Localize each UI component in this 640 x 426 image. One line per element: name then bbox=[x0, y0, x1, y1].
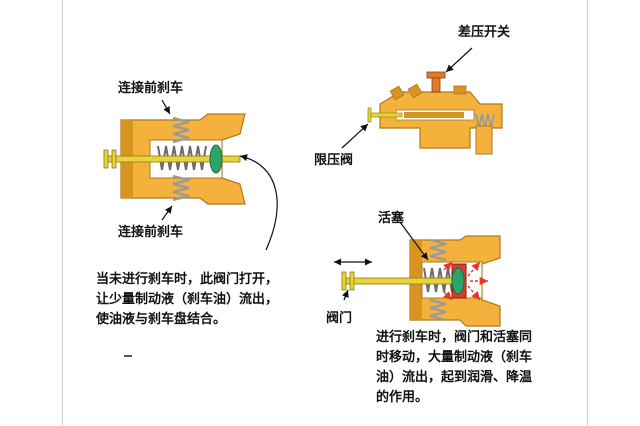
label-limit-valve: 限压阀 bbox=[314, 153, 354, 168]
note-not-braking: 当未进行刹车时，此阀门打开， 让少量制动液（刹车油）流出， 使油液与刹车盘结合。 bbox=[96, 270, 278, 330]
switch-terminal bbox=[431, 75, 441, 93]
label-diff-switch: 差压开关 bbox=[458, 25, 511, 40]
label-piston: 活塞 bbox=[378, 211, 405, 226]
left-valve-inner-spring bbox=[157, 145, 207, 171]
arrow-piston bbox=[399, 221, 429, 261]
right-valve-rod bbox=[341, 277, 461, 285]
left-valve-seal bbox=[209, 144, 223, 174]
arrow-limit-valve bbox=[341, 123, 369, 149]
diff-switch-assembly bbox=[367, 71, 503, 155]
left-valve-lower-spring bbox=[172, 174, 190, 202]
figure-frame bbox=[62, 0, 588, 426]
fluid-flow-arrows bbox=[443, 261, 488, 301]
left-valve-assembly bbox=[103, 113, 246, 205]
note-braking-line: 的作用。 bbox=[376, 390, 429, 405]
arrow-front-bottom bbox=[161, 205, 173, 221]
arrow-diff-switch bbox=[445, 47, 473, 73]
right-valve-upper-spring bbox=[429, 238, 447, 262]
note-braking-line: 进行刹车时，阀门和活塞同 bbox=[376, 330, 533, 345]
note-not-braking-line: 让少量制动液（刹车油）流出， bbox=[96, 292, 279, 307]
label-valve: 阀门 bbox=[326, 311, 353, 326]
arrow-valve-label bbox=[341, 289, 349, 301]
stray-mark bbox=[124, 355, 132, 357]
arrow-front-top bbox=[161, 99, 171, 115]
limit-valve-rod bbox=[367, 112, 403, 118]
label-front-bottom: 连接前刹车 bbox=[118, 225, 184, 240]
note-not-braking-line: 当未进行刹车时，此阀门打开， bbox=[96, 272, 279, 287]
note-not-braking-line: 使油液与刹车盘结合。 bbox=[96, 312, 227, 327]
right-valve-lower-spring bbox=[429, 298, 447, 322]
note-braking-line: 油）流出，起到润滑、降温 bbox=[376, 370, 533, 385]
label-front-top: 连接前刹车 bbox=[118, 81, 184, 96]
note-braking: 进行刹车时，阀门和活塞同 时移动，大量制动液（刹车 油）流出，起到润滑、降温 的… bbox=[376, 328, 532, 408]
note-braking-line: 时移动，大量制动液（刹车 bbox=[376, 350, 533, 365]
right-valve-assembly bbox=[341, 235, 501, 327]
left-valve-upper-spring bbox=[172, 116, 190, 144]
arrow-curve-to-valve bbox=[239, 154, 278, 251]
right-valve-seal bbox=[451, 267, 465, 295]
